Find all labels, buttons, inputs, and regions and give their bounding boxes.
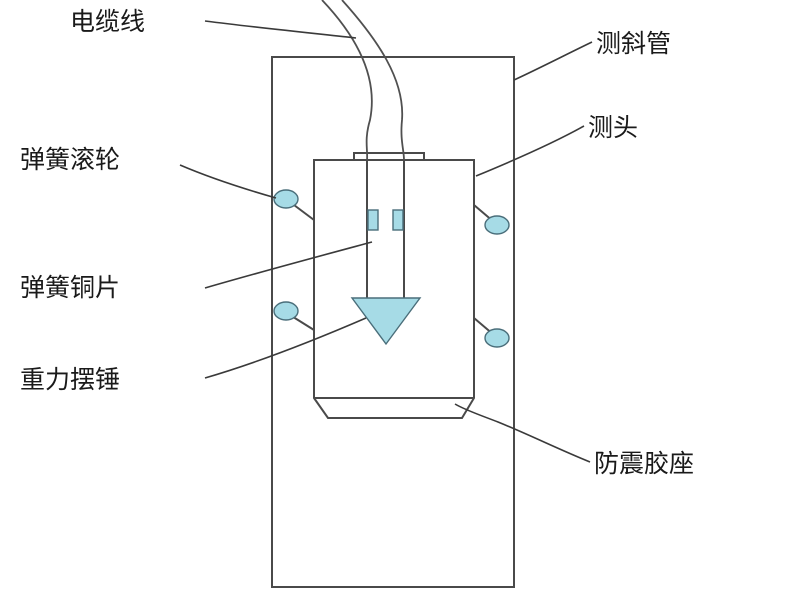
label-gravity-pendulum: 重力摆锤 [20, 365, 120, 394]
leader-gravity-pendulum [204, 317, 367, 379]
label-shockproof-rubber-base: 防震胶座 [594, 449, 694, 478]
label-cable: 电缆线 [70, 7, 145, 36]
probe-cap [353, 152, 425, 161]
label-spring-roller: 弹簧滚轮 [20, 145, 120, 174]
gravity-pendulum [350, 297, 422, 346]
spring-roller-upper-left [273, 189, 299, 209]
inclinometer-tube-body [271, 56, 515, 588]
leader-inclinometer-tube [513, 41, 593, 81]
spring-roller-upper-right [484, 215, 510, 235]
leader-shockproof-rubber-base [454, 403, 591, 463]
cable-wire-right [341, 0, 405, 161]
leader-spring-roller [179, 164, 277, 199]
spring-roller-lower-right [484, 328, 510, 348]
leader-spring-copper-sheet [204, 241, 373, 289]
leader-probe [475, 125, 585, 177]
spring-roller-lower-left [273, 301, 299, 321]
label-spring-copper-sheet: 弹簧铜片 [20, 273, 120, 302]
spring-copper-sheet-left [367, 209, 379, 231]
spring-copper-sheet-right [392, 209, 404, 231]
label-probe: 测头 [588, 113, 638, 142]
label-inclinometer-tube: 测斜管 [596, 29, 671, 58]
leader-cable [204, 20, 357, 39]
probe-body [313, 159, 475, 419]
cable-wire-left [321, 0, 373, 161]
